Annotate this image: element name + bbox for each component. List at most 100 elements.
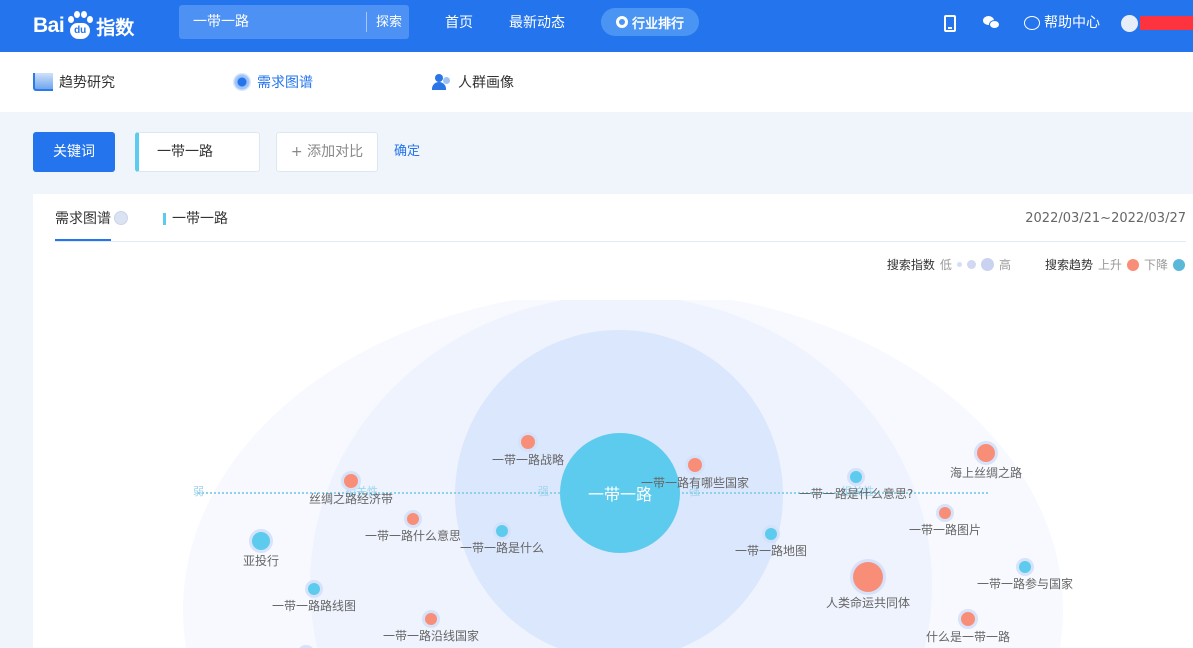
user-head-secondary bbox=[443, 77, 450, 84]
search-divider bbox=[366, 12, 367, 32]
industry-ranking-button[interactable]: 行业排行 bbox=[601, 8, 699, 36]
trend-down-bubble bbox=[252, 532, 270, 550]
demand-graph-chart: 弱 相关性 强 强 相关性 一带一路 一带一路战略一带一路有哪些国家海上丝绸之路… bbox=[33, 294, 1193, 648]
keyword-node[interactable] bbox=[407, 513, 419, 525]
keyword-node-label[interactable]: 一带一路图片 bbox=[908, 523, 982, 537]
keyword-node-label[interactable]: 海上丝绸之路 bbox=[949, 466, 1023, 480]
axis-relevance-label: 相关性 bbox=[345, 485, 378, 498]
logo-bai-text: Bai bbox=[33, 14, 65, 37]
keyword-node[interactable] bbox=[308, 583, 320, 595]
axis-relevance-label-right: 相关性 bbox=[841, 485, 874, 498]
keyword-color-bar bbox=[163, 213, 166, 225]
legend-low: 低 bbox=[939, 258, 952, 272]
wechat-icon[interactable] bbox=[983, 16, 1000, 30]
paw-toe bbox=[74, 11, 81, 18]
logo-du-text: du bbox=[70, 23, 91, 39]
keyword-node[interactable] bbox=[496, 525, 508, 537]
users-icon bbox=[432, 74, 452, 90]
logo-suffix: 指数 bbox=[96, 16, 135, 39]
card-divider bbox=[55, 241, 1186, 242]
keyword-node-label[interactable]: 一带一路有哪些国家 bbox=[640, 476, 750, 490]
keyword-node[interactable] bbox=[425, 613, 437, 625]
keyword-node[interactable] bbox=[765, 528, 777, 540]
axis-strong-label: 强 bbox=[538, 485, 549, 498]
add-compare-button[interactable]: + 添加对比 bbox=[276, 132, 378, 172]
help-question-icon[interactable] bbox=[114, 211, 128, 225]
trend-up-dot bbox=[1126, 258, 1139, 271]
trend-up-bubble bbox=[344, 474, 358, 488]
keyword-node[interactable] bbox=[850, 471, 862, 483]
keyword-node-label[interactable]: 什么是一带一路 bbox=[925, 630, 1011, 644]
search-button[interactable]: 探索 bbox=[375, 15, 402, 30]
nav-home[interactable]: 首页 bbox=[445, 15, 473, 31]
target-icon bbox=[233, 73, 251, 91]
legend-down: 下降 bbox=[1143, 258, 1168, 272]
baidu-index-logo[interactable]: Bai du 指数 bbox=[33, 8, 134, 44]
keyword-node-label[interactable]: 一带一路参与国家 bbox=[976, 577, 1074, 591]
paw-icon: du bbox=[66, 11, 94, 41]
chat-bubble-icon bbox=[1024, 16, 1040, 30]
keyword-node-label[interactable]: 一带一路路线图 bbox=[271, 599, 357, 613]
tab-label: 需求图谱 bbox=[257, 75, 313, 91]
user-body bbox=[432, 82, 446, 90]
medal-icon bbox=[615, 16, 628, 28]
size-large-dot bbox=[980, 258, 994, 271]
tab-demand-graph[interactable]: 需求图谱 bbox=[233, 52, 313, 112]
keyword-node[interactable] bbox=[521, 435, 535, 449]
legend-index-label: 搜索指数 bbox=[886, 258, 935, 272]
card-tab-demand-graph[interactable]: 需求图谱 bbox=[55, 208, 128, 240]
keyword-node[interactable] bbox=[977, 444, 995, 462]
tab-crowd-profile[interactable]: 人群画像 bbox=[432, 52, 514, 112]
keyword-node-label[interactable]: 一带一路地图 bbox=[734, 544, 808, 558]
wechat-bubble bbox=[983, 16, 994, 25]
legend-trend-label: 搜索趋势 bbox=[1044, 258, 1093, 272]
legend-high: 高 bbox=[998, 258, 1011, 272]
username-redacted[interactable] bbox=[1140, 16, 1193, 30]
keyword-node[interactable] bbox=[939, 507, 951, 519]
center-keyword-bubble[interactable]: 一带一路 bbox=[560, 433, 680, 553]
wechat-bubble bbox=[989, 20, 1000, 29]
search-input[interactable]: 一带一路 bbox=[193, 14, 249, 30]
keyword-tag: 一带一路 bbox=[163, 208, 228, 230]
trend-down-dot bbox=[1173, 258, 1185, 271]
keyword-node[interactable] bbox=[344, 474, 358, 488]
keyword-node-label[interactable]: 一带一路战略 bbox=[491, 453, 565, 467]
keyword-node-label[interactable]: 一带一路沿线国家 bbox=[382, 629, 480, 643]
trend-up-bubble bbox=[425, 613, 437, 625]
keyword-node[interactable] bbox=[1019, 561, 1031, 573]
trend-up-bubble bbox=[521, 435, 535, 449]
nav-latest-news[interactable]: 最新动态 bbox=[509, 15, 565, 31]
keyword-node-label[interactable]: 一带一路是什么意思? bbox=[798, 487, 914, 501]
paw-toe bbox=[87, 16, 94, 23]
keyword-node-label[interactable]: 一带一路什么意思 bbox=[364, 529, 462, 543]
size-small-dot bbox=[956, 262, 962, 267]
user-avatar[interactable] bbox=[1121, 15, 1138, 32]
keyword-button[interactable]: 关键词 bbox=[33, 132, 115, 172]
tab-label: 趋势研究 bbox=[59, 75, 115, 91]
top-navigation-bar: Bai du 指数 一带一路 探索 首页 最新动态 行业排行 帮助中心 bbox=[0, 0, 1193, 52]
trend-up-bubble bbox=[407, 513, 419, 525]
keyword-node[interactable] bbox=[252, 532, 270, 550]
keyword-node[interactable] bbox=[853, 562, 883, 592]
date-range: 2022/03/21~2022/03/27 bbox=[1025, 211, 1186, 226]
trend-up-bubble bbox=[688, 458, 702, 472]
keyword-node-label[interactable]: 丝绸之路经济带 bbox=[308, 492, 394, 506]
search-box[interactable]: 一带一路 探索 bbox=[179, 5, 409, 39]
tab-label: 人群画像 bbox=[458, 75, 514, 91]
keyword-node-label[interactable]: 人类命运共同体 bbox=[825, 596, 911, 610]
keyword-input[interactable]: 一带一路 bbox=[135, 132, 260, 172]
demand-graph-card: 需求图谱 一带一路 2022/03/21~2022/03/27 搜索指数 低 高… bbox=[33, 194, 1193, 648]
trend-down-bubble bbox=[496, 525, 508, 537]
keyword-node-label[interactable]: 亚投行 bbox=[242, 554, 280, 568]
trend-up-bubble bbox=[853, 562, 883, 592]
mobile-icon[interactable] bbox=[944, 15, 956, 32]
tab-trend-research[interactable]: 趋势研究 bbox=[33, 52, 115, 112]
keyword-node-label[interactable]: 一带一路是什么 bbox=[459, 541, 545, 555]
keyword-node[interactable] bbox=[961, 612, 975, 626]
trend-chart-icon bbox=[33, 73, 53, 91]
paw-toe bbox=[68, 16, 75, 23]
keyword-node[interactable] bbox=[688, 458, 702, 472]
legend-up: 上升 bbox=[1097, 258, 1122, 272]
help-center-link[interactable]: 帮助中心 bbox=[1024, 0, 1100, 46]
confirm-button[interactable]: 确定 bbox=[394, 144, 421, 159]
